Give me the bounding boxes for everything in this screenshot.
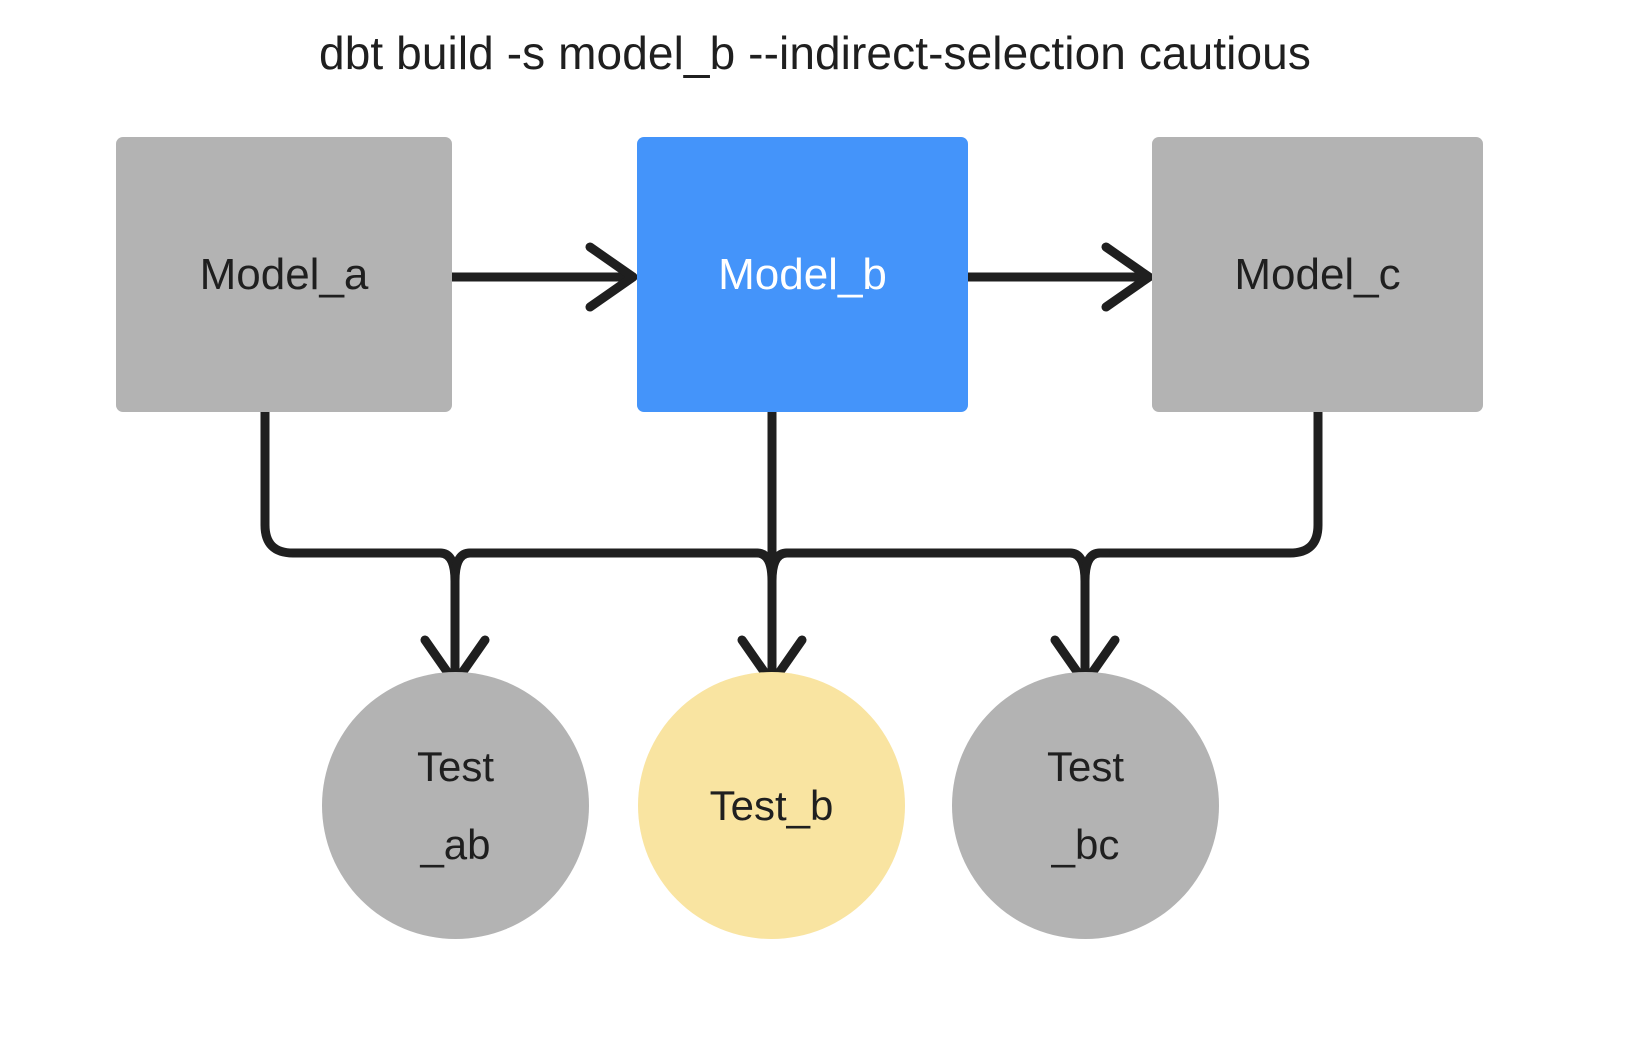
edge-bus-right — [782, 548, 1110, 586]
node-model-b[interactable]: Model_b — [637, 137, 968, 412]
diagram-title: dbt build -s model_b --indirect-selectio… — [319, 27, 1311, 79]
edge-model-b-to-model-c — [963, 242, 1154, 312]
edge-model-a-to-test-ab — [260, 405, 445, 558]
node-model-a[interactable]: Model_a — [116, 137, 452, 412]
edge-model-b-to-test-b — [737, 405, 807, 688]
edge-model-a-to-model-b — [447, 242, 638, 312]
edge-model-c-to-test-bc — [1100, 405, 1323, 558]
node-model-c[interactable]: Model_c — [1152, 137, 1483, 412]
node-test-b[interactable]: Test_b — [638, 672, 905, 939]
node-model-b-label: Model_b — [718, 249, 887, 299]
node-test-b-label: Test_b — [709, 781, 834, 829]
node-test-ab-label: Test _ab — [416, 742, 495, 868]
node-test-ab[interactable]: Test _ab — [322, 672, 589, 939]
edge-drop-test-ab — [420, 570, 490, 688]
node-test-bc-label: Test _bc — [1046, 742, 1125, 868]
node-model-c-label: Model_c — [1234, 249, 1401, 299]
node-test-bc[interactable]: Test _bc — [952, 672, 1219, 939]
edge-bus-left — [435, 548, 762, 586]
node-model-a-label: Model_a — [199, 249, 369, 299]
edge-drop-test-bc — [1050, 570, 1120, 688]
